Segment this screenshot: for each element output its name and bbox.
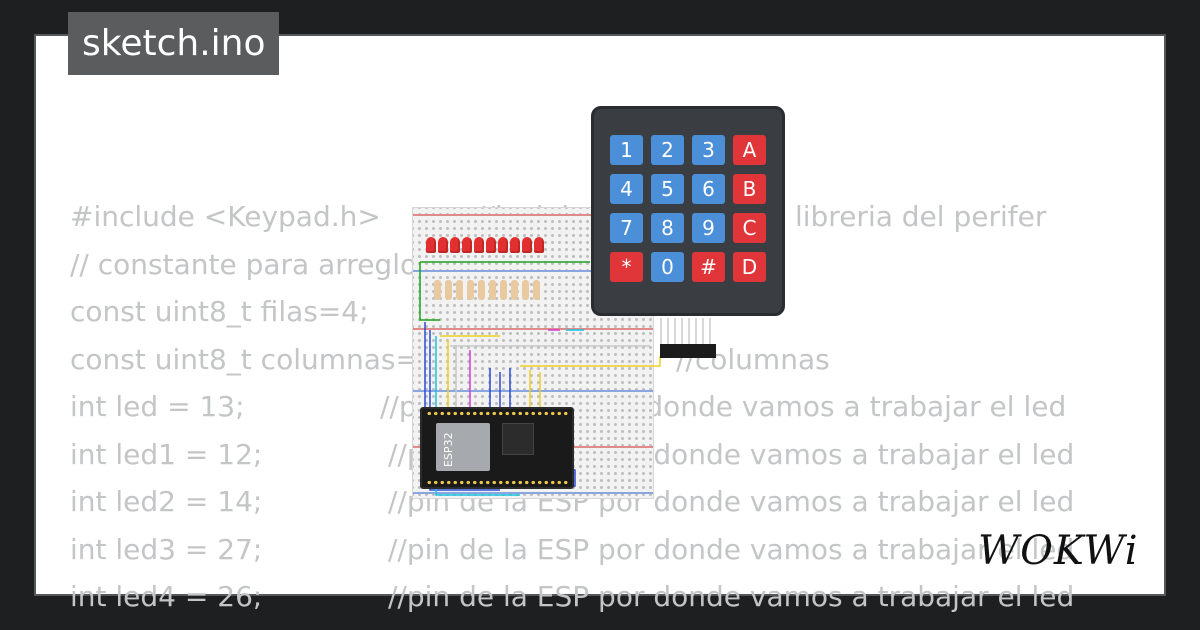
- code-text: int led1 = 12;: [70, 437, 263, 471]
- code-line: int led4 = 26; //pin de la ESP por donde …: [70, 580, 1074, 613]
- esp32-board: ESP32: [420, 407, 574, 489]
- keypad-connector: [660, 318, 716, 358]
- keypad-key[interactable]: 2: [651, 135, 684, 165]
- resistor: [478, 280, 485, 300]
- led: [462, 237, 472, 253]
- resistor-array: [434, 280, 540, 300]
- code-line: // constante para arreglo: [70, 248, 417, 281]
- led: [498, 237, 508, 253]
- esp32-label: ESP32: [442, 432, 455, 467]
- led: [522, 237, 532, 253]
- led: [438, 237, 448, 253]
- resistor: [511, 280, 518, 300]
- led: [426, 237, 436, 253]
- keypad-key[interactable]: C: [733, 213, 766, 243]
- resistor: [445, 280, 452, 300]
- keypad-key[interactable]: 5: [651, 174, 684, 204]
- keypad-key[interactable]: 8: [651, 213, 684, 243]
- code-text: int led = 13;: [70, 390, 245, 423]
- resistor: [500, 280, 507, 300]
- led: [510, 237, 520, 253]
- keypad-key[interactable]: D: [733, 252, 766, 282]
- keypad-key[interactable]: 0: [651, 252, 684, 282]
- code-text: const uint8_t columnas=: [70, 342, 419, 376]
- keypad-key[interactable]: #: [692, 252, 725, 282]
- resistor: [434, 280, 441, 300]
- code-text: #include <Keypad.h>: [70, 200, 381, 233]
- resistor: [533, 280, 540, 300]
- keypad-key[interactable]: 6: [692, 174, 725, 204]
- led: [474, 237, 484, 253]
- code-line: int led2 = 14;//pin de la ESP por donde …: [70, 485, 1074, 518]
- keypad-key[interactable]: 7: [610, 213, 643, 243]
- wokwi-logo: WOKWi: [978, 528, 1139, 574]
- code-comment: //pin de la ESP por donde vamos a trabaj…: [388, 532, 1075, 566]
- keypad-key[interactable]: 1: [610, 135, 643, 165]
- code-line: const uint8_t filas=4;: [70, 295, 369, 328]
- resistor: [456, 280, 463, 300]
- resistor: [467, 280, 474, 300]
- code-text: int led2 = 14;: [70, 485, 263, 518]
- code-text: int led3 = 27;: [70, 532, 263, 566]
- esp32-module: ESP32: [436, 423, 490, 471]
- led: [486, 237, 496, 253]
- keypad-key[interactable]: A: [733, 135, 766, 165]
- code-text: const uint8_t filas=4;: [70, 295, 369, 328]
- keypad-key[interactable]: 9: [692, 213, 725, 243]
- keypad-key[interactable]: 3: [692, 135, 725, 165]
- code-text: int led4 = 26;: [70, 580, 263, 613]
- resistor: [489, 280, 496, 300]
- resistor: [522, 280, 529, 300]
- file-tab[interactable]: sketch.ino: [68, 12, 280, 75]
- led: [534, 237, 544, 253]
- code-line: const uint8_t columnas=//columnas: [70, 342, 830, 376]
- code-line: int led3 = 27; //pin de la ESP por donde …: [70, 532, 1074, 566]
- code-text: // constante para arreglo: [70, 247, 418, 281]
- esp32-chip: [502, 423, 534, 455]
- keypad-key[interactable]: *: [610, 252, 643, 282]
- keypad-key[interactable]: B: [733, 174, 766, 204]
- led-array: [426, 237, 544, 253]
- code-comment: //pin de la ESP por donde vamos a trabaj…: [388, 580, 1075, 613]
- keypad-key[interactable]: 4: [610, 174, 643, 204]
- led: [450, 237, 460, 253]
